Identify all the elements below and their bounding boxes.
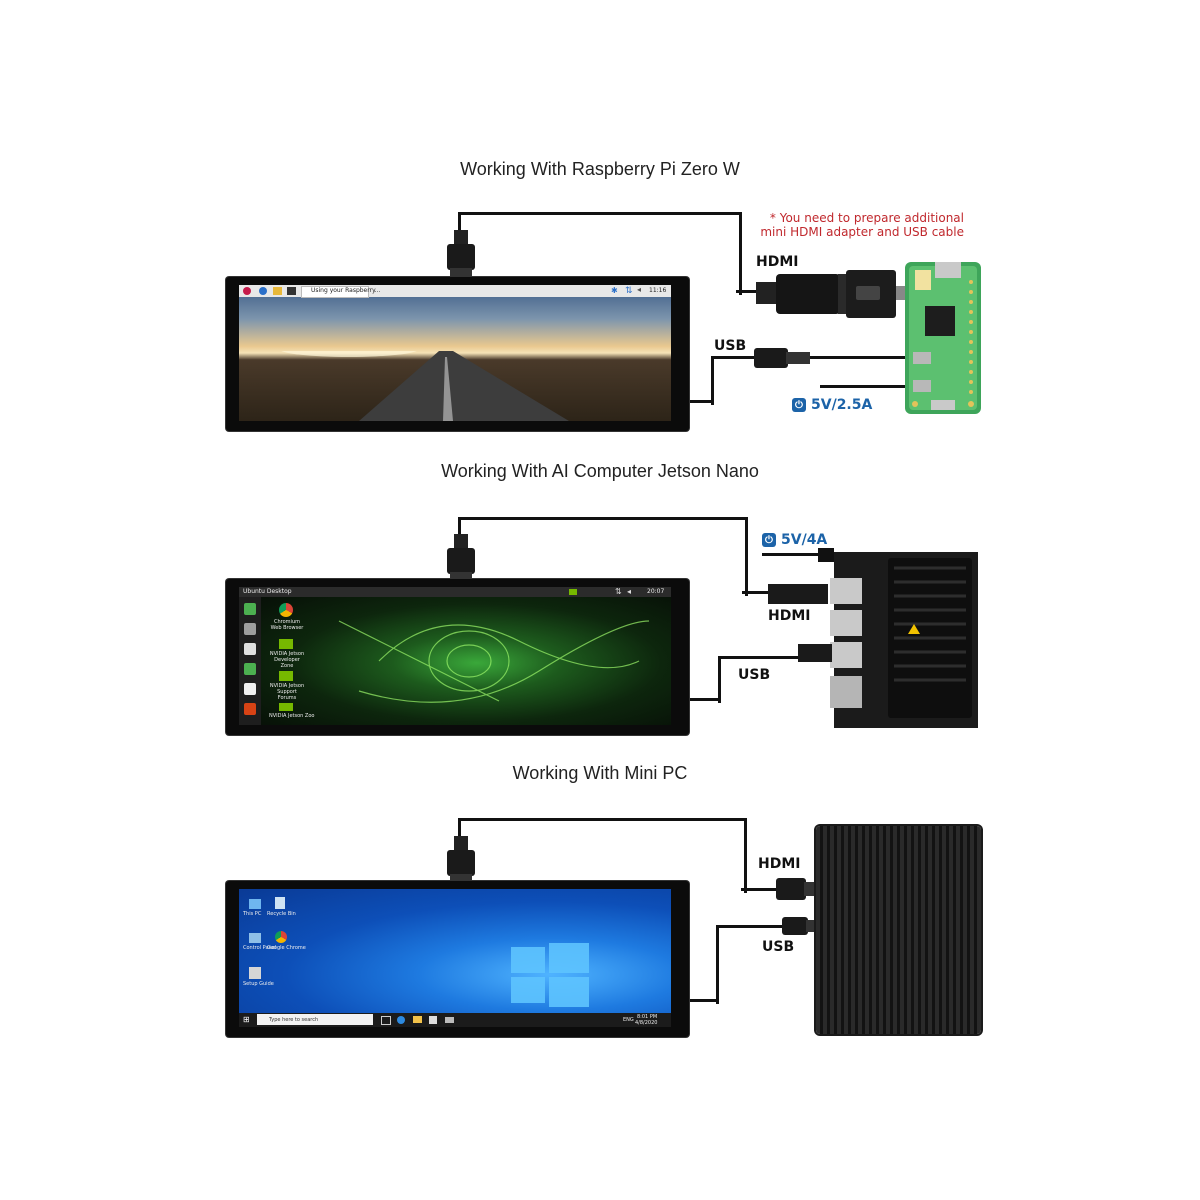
- screen-raspberry-pi: Using your Raspberry... ✱ ⇅ ◂ 11:16: [239, 285, 671, 421]
- raspberry-pi-zero-board: [905, 262, 981, 414]
- nvidia-icon[interactable]: [279, 671, 293, 681]
- windows-logo-wallpaper: [511, 943, 589, 1007]
- usb-label: USB: [762, 939, 795, 955]
- mini-pc: [816, 826, 981, 1034]
- tray-time: 8:01 PM: [637, 1014, 658, 1020]
- nvidia-tray-icon[interactable]: [569, 589, 577, 595]
- power-spec: ⏻ 5V/4A: [762, 532, 827, 548]
- hdmi-label: HDMI: [768, 608, 811, 624]
- taskbar-window-button[interactable]: [301, 286, 369, 298]
- chromium-icon[interactable]: [279, 603, 293, 617]
- browser-icon[interactable]: [259, 287, 267, 295]
- usb-cable-lower: [690, 999, 718, 1002]
- taskbar-window-title: Using your Raspberry...: [311, 287, 381, 294]
- desktop-icon-label: Google Chrome: [267, 945, 306, 951]
- hdmi-label: HDMI: [758, 856, 801, 872]
- setup-guide-icon[interactable]: [249, 967, 261, 979]
- explorer-icon[interactable]: [413, 1016, 422, 1023]
- store-icon[interactable]: [429, 1016, 437, 1024]
- topbar-title: Ubuntu Desktop: [243, 588, 292, 595]
- nvidia-swirl-wallpaper: [338, 620, 650, 703]
- launcher-app-icon[interactable]: [244, 603, 256, 615]
- taskbar-clock: 11:16: [649, 287, 667, 294]
- ubuntu-launcher: [239, 597, 261, 725]
- mail-icon[interactable]: [445, 1017, 454, 1023]
- usb-label: USB: [714, 338, 747, 354]
- bluetooth-icon[interactable]: ✱: [611, 286, 618, 295]
- edge-icon[interactable]: [397, 1016, 405, 1024]
- tray-language[interactable]: ENG: [623, 1017, 634, 1023]
- recycle-bin-icon[interactable]: [275, 897, 285, 909]
- ubuntu-topbar: [239, 587, 671, 597]
- desktop-icon-label: NVIDIA Jetson Developer Zone: [269, 651, 305, 669]
- nvidia-icon[interactable]: [279, 639, 293, 649]
- topbar-clock: 20:07: [647, 588, 665, 595]
- network-icon[interactable]: ⇅: [625, 285, 633, 295]
- launcher-settings-icon[interactable]: [244, 703, 256, 715]
- terminal-icon[interactable]: [287, 287, 296, 295]
- desktop-icon-label: Chromium Web Browser: [270, 619, 304, 631]
- folder-icon[interactable]: [273, 287, 282, 295]
- nvidia-icon[interactable]: [279, 703, 293, 711]
- hdmi-cable-lower: [742, 591, 772, 594]
- usb-cable-ext: [800, 356, 910, 359]
- windows-taskbar: ⊞ Type here to search ENG 8:01 PM 4/8/20…: [239, 1013, 671, 1027]
- start-button-icon[interactable]: ⊞: [243, 1015, 250, 1024]
- desktop-icon-label: Control Panel: [243, 945, 277, 951]
- hdmi-plug-icon: [447, 230, 475, 282]
- screen-mini-pc: This PC Recycle Bin Control Panel Google…: [239, 889, 671, 1027]
- chrome-icon[interactable]: [275, 931, 287, 943]
- power-spec-label: 5V/4A: [781, 532, 828, 548]
- usb-cable: [718, 656, 805, 703]
- hdmi-label: HDMI: [756, 254, 799, 270]
- usb-otg-adapter-icon: [754, 348, 810, 368]
- section-title-raspberry-pi: Working With Raspberry Pi Zero W: [460, 159, 740, 179]
- tray-date: 4/8/2020: [635, 1020, 658, 1026]
- hdmi-cable-lower: [741, 888, 779, 891]
- raspberry-menu-icon[interactable]: [243, 287, 251, 295]
- section-title-mini-pc: Working With Mini PC: [512, 763, 688, 783]
- control-panel-icon[interactable]: [249, 933, 261, 943]
- power-cable: [762, 553, 838, 556]
- usb-label: USB: [738, 667, 771, 683]
- usb-cable: [716, 925, 787, 1004]
- power-spec-label: 5V/2.5A: [811, 397, 873, 413]
- power-spec: ⏻ 5V/2.5A: [792, 397, 872, 413]
- power-cable: [820, 385, 910, 388]
- usb-cable: [711, 356, 759, 405]
- desktop-icon-label: NVIDIA Jetson Zoo: [269, 713, 315, 719]
- usb-cable-lower: [690, 400, 714, 403]
- desktop-icon-label: Recycle Bin: [267, 911, 296, 917]
- power-icon: ⏻: [792, 398, 806, 412]
- this-pc-icon[interactable]: [249, 899, 261, 909]
- screen-jetson-nano: Ubuntu Desktop ⇅ ◂ 20:07 Chromium Web Br…: [239, 587, 671, 725]
- adapter-note-line-1: * You need to prepare additional: [769, 211, 964, 225]
- road-wallpaper: [281, 351, 569, 421]
- mini-hdmi-adapter-icon: [756, 270, 916, 318]
- usb-cable-lower: [690, 698, 720, 701]
- adapter-note: * You need to prepare additional mini HD…: [740, 211, 964, 239]
- volume-icon[interactable]: ◂: [637, 285, 642, 294]
- display-mini-pc: This PC Recycle Bin Control Panel Google…: [226, 881, 689, 1037]
- section-title-jetson-nano: Working With AI Computer Jetson Nano: [441, 461, 759, 481]
- desktop-icon-label: NVIDIA Jetson Support Forums: [269, 683, 305, 701]
- launcher-calc-icon[interactable]: [244, 663, 256, 675]
- launcher-files-icon[interactable]: [244, 623, 256, 635]
- launcher-office-icon[interactable]: [244, 643, 256, 655]
- jetson-nano-board: [768, 548, 978, 728]
- display-jetson-nano: Ubuntu Desktop ⇅ ◂ 20:07 Chromium Web Br…: [226, 579, 689, 735]
- adapter-note-line-2: mini HDMI adapter and USB cable: [760, 225, 964, 239]
- network-icon[interactable]: ⇅: [615, 587, 622, 596]
- display-raspberry-pi: Using your Raspberry... ✱ ⇅ ◂ 11:16: [226, 277, 689, 431]
- desktop-icon-label: This PC: [243, 911, 262, 917]
- launcher-writer-icon[interactable]: [244, 683, 256, 695]
- desktop-icon-label: Setup Guide: [243, 981, 274, 987]
- search-box[interactable]: [257, 1014, 373, 1025]
- volume-icon[interactable]: ◂: [627, 587, 632, 596]
- search-placeholder: Type here to search: [269, 1017, 319, 1023]
- task-view-icon[interactable]: [381, 1016, 391, 1025]
- power-icon: ⏻: [762, 533, 776, 547]
- hdmi-cable-lower: [736, 290, 761, 293]
